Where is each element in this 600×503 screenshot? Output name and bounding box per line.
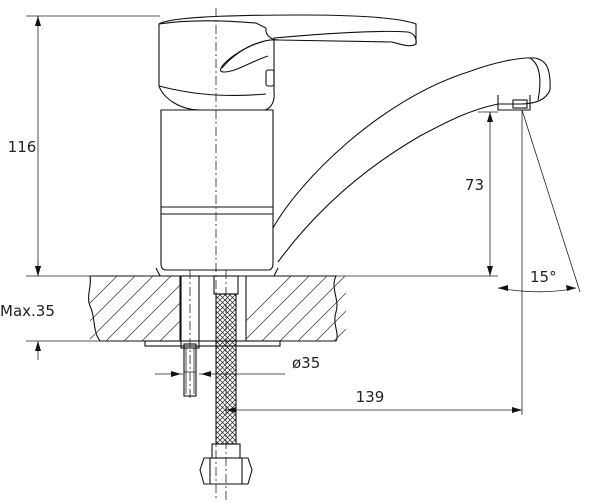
center-lines [189, 8, 227, 500]
dim-label-spout-height: 73 [465, 176, 484, 194]
lever-handle [158, 14, 417, 111]
dim-label-swivel-angle: 15° [530, 268, 557, 286]
dim-label-reach: 139 [356, 388, 385, 406]
countertop [88, 275, 346, 347]
dim-label-max-thickness: Max.35 [0, 302, 55, 320]
dim-label-height-total: 116 [8, 138, 37, 156]
spout [272, 57, 551, 263]
dim-label-hole-diameter: ø35 [292, 354, 320, 372]
faucet-body [155, 109, 279, 277]
dimension-lines [26, 15, 581, 415]
countertop-hatch-right [246, 276, 346, 341]
countertop-hatch-left [90, 276, 180, 341]
